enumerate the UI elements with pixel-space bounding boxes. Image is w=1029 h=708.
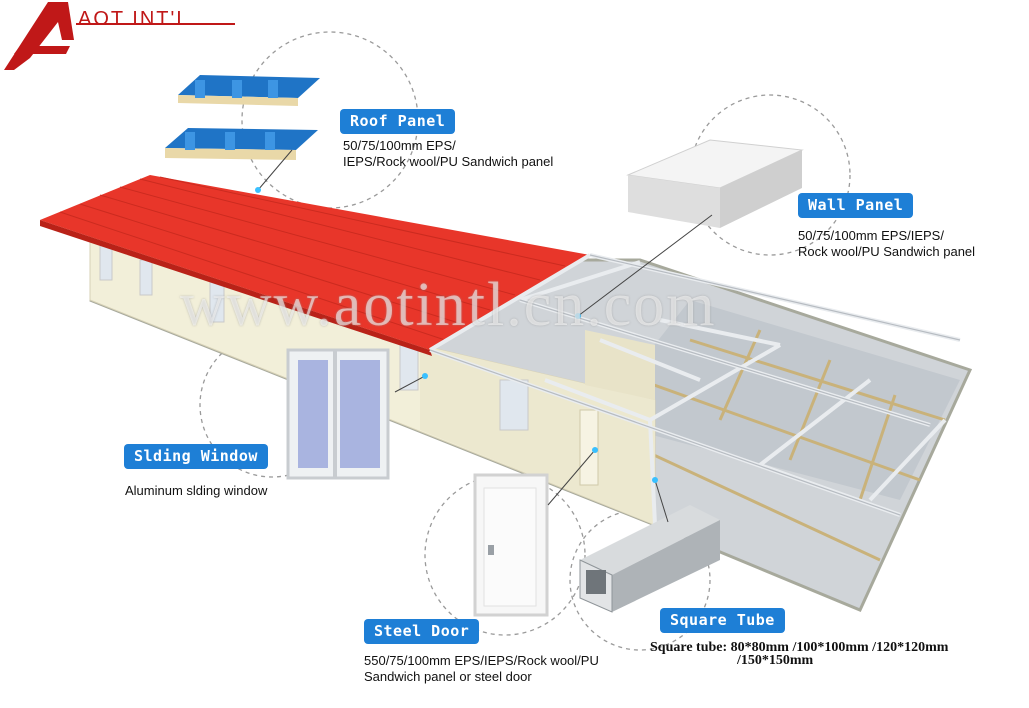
steel-door-image — [473, 473, 549, 617]
wall-panel-image — [626, 139, 804, 228]
sliding-window-image — [286, 348, 390, 480]
red-roof — [40, 175, 590, 356]
steel-door-desc-line1: 550/75/100mm EPS/IEPS/Rock wool/PU — [364, 653, 599, 668]
sliding-window-badge: Slding Window — [124, 444, 268, 469]
square-tube-badge: Square Tube — [660, 608, 785, 633]
sliding-window-desc: Aluminum slding window — [125, 483, 268, 498]
steel-door-badge: Steel Door — [364, 619, 480, 644]
wall-panel-badge: Wall Panel — [798, 193, 914, 218]
logo-text: AOT INT'L — [78, 8, 190, 30]
square-tube-image — [579, 505, 720, 613]
wall-panel-desc-line2: Rock wool/PU Sandwich panel — [798, 244, 976, 259]
wall-panel-desc-line1: 50/75/100mm EPS/IEPS/ — [798, 228, 944, 243]
roof-panel-desc-line1: 50/75/100mm EPS/ — [343, 138, 456, 153]
roof-panel-desc-line2: IEPS/Rock wool/PU Sandwich panel — [343, 154, 554, 169]
square-tube-desc-line2: /150*150mm — [737, 653, 814, 668]
roof-panel-image — [165, 75, 320, 160]
watermark: www.aotintl.cn.com — [180, 271, 717, 339]
roof-panel-badge: Roof Panel — [340, 109, 456, 134]
steel-door-desc-line2: Sandwich panel or steel door — [364, 669, 532, 684]
square-tube-desc-line1: Square tube: 80*80mm /100*100mm /120*120… — [650, 640, 949, 655]
logo-mark-icon — [4, 2, 235, 70]
